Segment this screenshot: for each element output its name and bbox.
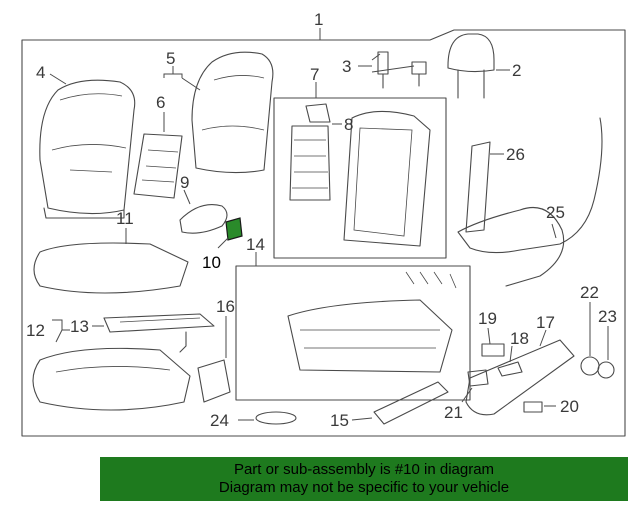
part-power-switch: [481, 343, 505, 357]
part-seat-cushion-pad: [33, 242, 189, 294]
callout-17: 17: [536, 313, 555, 332]
part-seat-adjuster: [287, 271, 457, 373]
part-wire-harness: [457, 117, 603, 287]
callout-9: 9: [180, 173, 189, 192]
leader-4: [49, 73, 67, 85]
part-cushion-heater-mat: [103, 313, 215, 353]
leader-17: [539, 329, 547, 347]
leader-25: [551, 223, 557, 239]
callout-2: 2: [512, 61, 521, 80]
callout-24: 24: [210, 411, 229, 430]
leader-18: [509, 345, 513, 363]
callout-25: 25: [546, 203, 565, 222]
callout-3: 3: [342, 57, 351, 76]
callout-4: 4: [36, 63, 45, 82]
diagram-frame: [21, 29, 626, 437]
banner-line-1: Part or sub-assembly is #10 in diagram: [233, 461, 495, 478]
leader-3: [358, 53, 415, 73]
callout-18: 18: [510, 329, 529, 348]
callout-23: 23: [598, 307, 617, 326]
callout-1: 1: [314, 10, 323, 29]
part-bracket: [197, 359, 231, 403]
part-side-panel: [465, 141, 491, 233]
callout-6: 6: [156, 93, 165, 112]
leader-5: [163, 66, 201, 91]
callout-21: 21: [444, 403, 463, 422]
callout-14: 14: [246, 235, 265, 254]
part-10-highlighted: [225, 217, 243, 241]
callout-10: 10: [202, 253, 221, 272]
callout-7: 7: [310, 65, 319, 84]
callout-8: 8: [344, 115, 353, 134]
part-heater-pad: [133, 133, 183, 199]
part-frame-box: [273, 97, 447, 259]
part-cushion-cover: [32, 347, 191, 411]
part-cap: [597, 361, 615, 379]
leader-9: [183, 189, 191, 205]
part-headrest-guides: [377, 51, 427, 89]
callout-22: 22: [580, 283, 599, 302]
leader-15: [351, 417, 373, 421]
banner-line-2: Diagram may not be specific to your vehi…: [218, 479, 510, 496]
part-seatback-cover: [191, 51, 274, 174]
callout-12: 12: [26, 321, 45, 340]
part-side-shield: [465, 339, 575, 416]
callout-13: 13: [70, 317, 89, 336]
part-lumbar-support: [289, 125, 331, 201]
leader-19: [487, 327, 491, 345]
part-switch-bezel: [497, 361, 523, 377]
leader-12: [52, 319, 70, 343]
part-side-trim: [179, 204, 228, 234]
callout-20: 20: [560, 397, 579, 416]
callout-26: 26: [506, 145, 525, 164]
part-recliner-knob: [580, 356, 600, 376]
part-track-cover: [373, 381, 449, 425]
part-knob: [523, 401, 543, 413]
callout-5: 5: [166, 49, 175, 68]
part-headrest: [447, 33, 495, 99]
part-lumbar-bracket: [305, 103, 331, 123]
part-seatback-assembly: [39, 79, 136, 219]
part-adjuster-box: [235, 265, 471, 401]
leader-21: [461, 387, 473, 403]
callout-19: 19: [478, 309, 497, 328]
leader-10: [217, 237, 229, 249]
part-seatback-frame: [343, 110, 431, 247]
part-lever: [467, 369, 489, 387]
callout-16: 16: [216, 297, 235, 316]
part-info-banner: Part or sub-assembly is #10 in diagram D…: [100, 457, 628, 501]
part-clip: [255, 411, 297, 425]
callout-11: 11: [116, 209, 134, 228]
callout-15: 15: [330, 411, 349, 430]
